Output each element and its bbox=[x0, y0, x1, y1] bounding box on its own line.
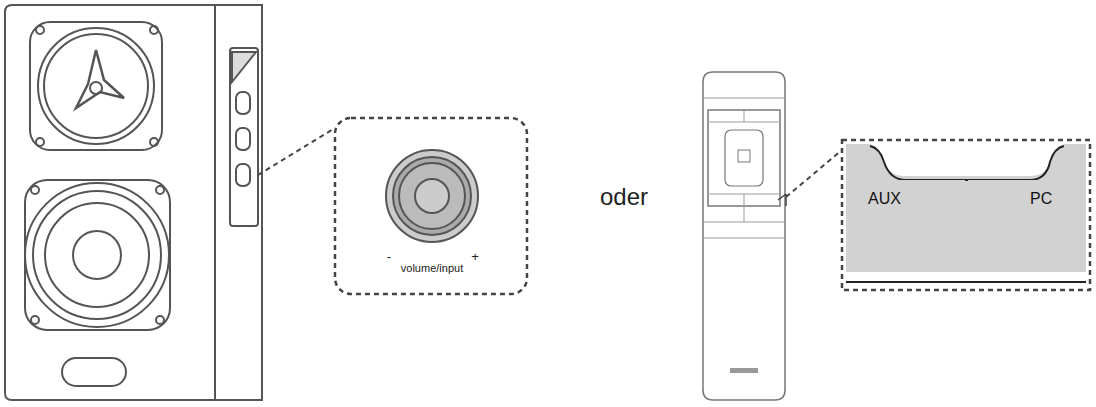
button-label: PC bbox=[1030, 190, 1052, 208]
connector-word: oder bbox=[600, 185, 648, 209]
remote-button: PC bbox=[968, 180, 1086, 272]
button-label: AUX bbox=[868, 190, 901, 208]
knob-label: volume/input bbox=[401, 263, 463, 274]
knob-label: - bbox=[387, 250, 391, 263]
remote-button: AUX bbox=[846, 180, 965, 272]
knob-label: + bbox=[471, 250, 479, 263]
